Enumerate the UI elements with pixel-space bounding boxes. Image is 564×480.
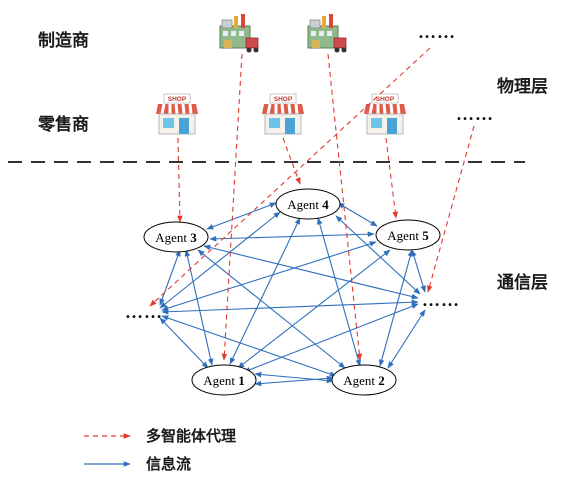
agent-node-4: Agent 4 [275, 188, 341, 220]
edge-right-agent3 [203, 244, 419, 300]
legend: 多智能体代理 信息流 [84, 427, 236, 473]
edge-agent3-agent4 [206, 202, 277, 230]
proxy-retailer2-agent4 [282, 137, 301, 185]
manufacturer-ellipsis: …… [418, 22, 456, 42]
agent-node-2: Agent 2 [331, 364, 397, 396]
agent-node-5: Agent 5 [375, 219, 441, 251]
edge-agent4-agent2 [317, 217, 361, 367]
svg-text:Agent 4: Agent 4 [287, 197, 329, 212]
proxy-retailers-right [426, 125, 475, 293]
edge-left-right [161, 299, 419, 315]
proxy-retailer1-agent3 [177, 137, 183, 223]
svg-text:Agent 3: Agent 3 [155, 230, 197, 245]
information-flow-edges [159, 202, 426, 387]
edge-agent4-agent1 [229, 217, 301, 365]
retailer-ellipsis: …… [456, 104, 494, 124]
svg-text:Agent 1: Agent 1 [203, 373, 245, 388]
manufacturer-label: 制造商 [38, 30, 89, 51]
svg-text:Agent 2: Agent 2 [343, 373, 385, 388]
svg-text:Agent 5: Agent 5 [387, 228, 429, 243]
communication-layer-label: 通信层 [497, 272, 548, 293]
edge-right-agent5 [411, 249, 426, 293]
physical-layer-label: 物理层 [497, 76, 548, 97]
legend-proxy-label: 多智能体代理 [146, 427, 236, 445]
shop-icon: SHOP [364, 93, 406, 135]
legend-info-flow-label: 信息流 [146, 455, 191, 473]
shop-sign-text: SHOP [168, 96, 187, 103]
shop-icon: SHOP [262, 93, 304, 135]
right-ellipsis: …… [422, 290, 460, 310]
factory-icon [219, 14, 259, 53]
shop-sign-text: SHOP [274, 96, 293, 103]
proxy-manufacturers-left [149, 47, 431, 307]
edge-agent1-agent2 [254, 371, 334, 384]
edge-left-agent5 [161, 241, 377, 311]
proxy-edges [149, 47, 475, 361]
agent-node-1: Agent 1 [191, 364, 257, 396]
edge-left-agent3 [159, 249, 181, 306]
left-ellipsis: …… [125, 302, 163, 322]
shop-icon: SHOP [156, 93, 198, 135]
edge-left-agent1 [159, 317, 209, 369]
agent-node-3: Agent 3 [143, 221, 209, 253]
retailer-label: 零售商 [37, 114, 89, 135]
proxy-manufacturer1-agent1 [221, 53, 243, 361]
edge-agent1-agent2-b [254, 375, 334, 387]
edge-right-agent2 [387, 309, 426, 369]
proxy-manufacturer2-agent2 [327, 53, 363, 361]
shop-sign-text: SHOP [376, 96, 395, 103]
factory-icon [307, 14, 347, 53]
proxy-retailer3-agent5 [385, 137, 398, 219]
edge-agent3-agent1 [184, 249, 214, 366]
edge-agent3-agent2 [197, 249, 346, 369]
